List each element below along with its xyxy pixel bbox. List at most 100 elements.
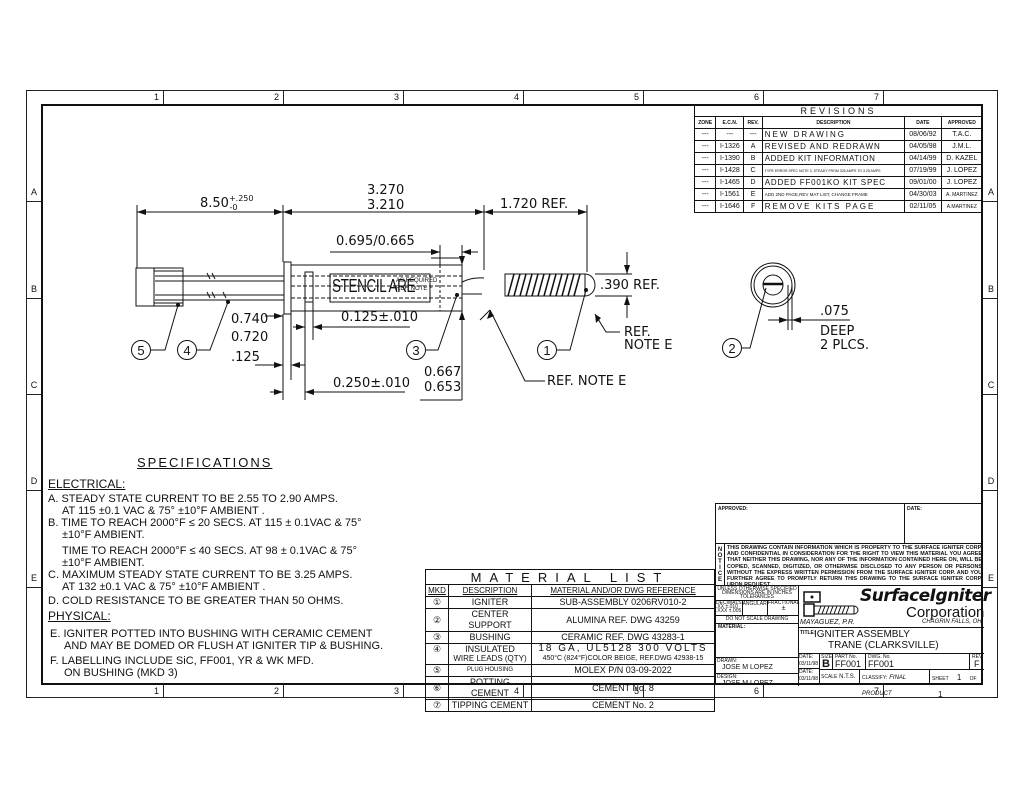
scale-value: N.T.S. xyxy=(839,674,856,680)
dwg-no-value: FF001 xyxy=(868,659,895,669)
dates-column: DATE: 03/11/98 DATE: 03/11/98 xyxy=(798,654,820,686)
classify-cell: CLASSIFY: FINAL PRODUCT xyxy=(860,670,930,697)
revision-row: --- I-1646 F REMOVE KITS PAGE 02/11/05 A… xyxy=(693,200,984,213)
mat-mkd: ⑤ xyxy=(425,664,449,677)
spec-item-f-2: ON BUSHING (MKD 3) xyxy=(64,667,178,679)
balloon-2: 2 xyxy=(722,338,742,358)
approved-label: APPROVED: xyxy=(718,506,748,512)
igniter-logo-icon xyxy=(803,591,859,617)
rev-approved: A. MARTINEZ xyxy=(940,188,984,201)
stencil-note: AS REQUIRED REF. NOTE F xyxy=(396,277,437,293)
rev-zone: --- xyxy=(693,140,717,153)
rev-approved: A.MARTINEZ xyxy=(940,200,984,213)
rev-desc: TYPE ERROR SPEC NOTE 3, STEADY FROM 325 … xyxy=(761,164,906,177)
design-date-cell: DATE: 03/11/98 xyxy=(798,669,820,685)
no-scale-note: DO NOT SCALE DRAWING xyxy=(716,616,798,624)
zone-col: 6 xyxy=(644,684,764,698)
balloon-4: 4 xyxy=(177,340,197,360)
part-no-cell: PART No. FF001 xyxy=(833,654,866,669)
dim-value: 8.50 xyxy=(200,196,229,211)
rev-header-date: DATE xyxy=(904,116,942,129)
zone-row: B xyxy=(30,284,37,294)
rev-zone: --- xyxy=(693,176,717,189)
title-block: APPROVED: DATE: NOTICE THIS DRAWING CONT… xyxy=(715,503,991,699)
size-cell: SIZE B xyxy=(820,654,833,670)
mat-desc: BUSHING xyxy=(448,631,532,644)
fractional-label: FRACTIONAL xyxy=(767,600,800,606)
rev-ecn: I-1428 xyxy=(715,164,745,177)
classify-value: FINAL PRODUCT xyxy=(862,675,907,697)
rev-letter: A xyxy=(743,140,763,153)
zone-columns-top: 1 2 3 4 5 6 7 xyxy=(26,90,998,104)
mat-mkd: ⑦ xyxy=(425,699,449,712)
mat-header-ref: MATERIAL AND/OR DWG REFERENCE xyxy=(531,584,715,597)
revisions-table: REVISIONS ZONE E.C.N. REV. DESCRIPTION D… xyxy=(693,104,984,213)
rev-header-zone: ZONE xyxy=(693,116,717,129)
decimals-xx: .XX ±.010 xyxy=(716,604,738,610)
title-line-1: IGNITER ASSEMBLY xyxy=(814,629,910,640)
rev-ecn: I-1465 xyxy=(715,176,745,189)
rev-date: 02/11/05 xyxy=(904,200,942,213)
zone-col: 1 xyxy=(26,684,164,698)
rev-header-approved: APPROVED xyxy=(940,116,984,129)
notice-label: NOTICE xyxy=(716,544,725,585)
dim-groove-width: 0.125±.010 xyxy=(341,310,419,325)
company-name: SurfaceIgniter xyxy=(860,586,991,606)
rev-ecn: I-1326 xyxy=(715,140,745,153)
ref-note-e-tip-1: REF. xyxy=(624,325,651,340)
dwg-no-cell: DWG. No. FF001 xyxy=(866,654,970,669)
tolerances-block: UNLESS OTHERWISE SPECIFIED DIMENSIONS AR… xyxy=(716,586,800,687)
drawn-date-cell: DATE: 03/11/98 xyxy=(798,654,820,669)
of-label: OF xyxy=(969,676,977,682)
balloon-5: 5 xyxy=(131,340,151,360)
decimals-cell: DECIMALS .XX ±.010 .XXX ±.005 xyxy=(716,601,743,615)
fractional-cell: FRACTIONAL ± xyxy=(768,601,800,615)
ref-note-e-tip-2: NOTE E xyxy=(624,338,673,353)
scale-label: SCALE xyxy=(821,674,838,680)
stencil-area-label: STENCIL ARE xyxy=(332,276,416,296)
dim-overall-max: 3.270 xyxy=(367,183,405,198)
angular-label: ANGULAR xyxy=(743,601,768,615)
design-date-label: DATE: xyxy=(799,669,814,675)
rev-letter: E xyxy=(743,188,763,201)
dim-tip-ref: 1.720 REF. xyxy=(500,197,569,212)
rev-ecn: I-1390 xyxy=(715,152,745,165)
sheet-value: 1 xyxy=(956,673,962,682)
part-no-value: FF001 xyxy=(835,659,862,669)
rev-letter: F xyxy=(743,200,763,213)
revision-row: --- I-1326 A REVISED AND REDRAWN 04/05/9… xyxy=(693,140,984,153)
mat-desc: INSULATED WIRE LEADS (QTY) xyxy=(448,643,532,665)
rev-zone: --- xyxy=(693,164,717,177)
spec-item-b: B. TIME TO REACH 2000°F ≤ 20 SECS. AT 11… xyxy=(48,517,362,529)
date-label: DATE: xyxy=(907,506,922,512)
dim-flange-max: 0.740 xyxy=(231,312,269,327)
part-no-label: PART No. xyxy=(835,654,857,660)
mat-mkd: ③ xyxy=(425,631,449,644)
rev-approved: D. KAZEL xyxy=(940,152,984,165)
of-value: 1 xyxy=(938,690,943,699)
drawn-by: JOSE M LOPEZ xyxy=(722,664,773,671)
rev-ecn: --- xyxy=(715,128,745,141)
zone-col: 3 xyxy=(284,90,404,104)
scale-row: SCALE N.T.S. CLASSIFY: FINAL PRODUCT SHE… xyxy=(820,670,984,699)
revision-row: --- I-1561 E ADD 2ND PAGE,REV MAT LIST, … xyxy=(693,188,984,201)
zone-row: B xyxy=(987,284,994,294)
mat-desc-line1: INSULATED xyxy=(465,644,515,654)
rev-approved: J. LOPEZ xyxy=(940,176,984,189)
material-row: ② CENTER SUPPORT ALUMINA REF. DWG 43259 xyxy=(425,608,715,632)
rev-header-description: DESCRIPTION xyxy=(761,116,906,129)
spec-item-c: C. MAXIMUM STEADY STATE CURRENT TO BE 3.… xyxy=(48,569,353,581)
rev-zone: --- xyxy=(693,128,717,141)
balloon-1: 1 xyxy=(537,340,557,360)
mat-mkd: ④ xyxy=(425,643,449,665)
design-by: JOSE M LOPEZ xyxy=(722,680,773,687)
mat-mkd: ② xyxy=(425,608,449,632)
mat-header-mkd: MKD xyxy=(425,584,449,597)
material-row: ⑤ PLUG HOUSING MOLEX P/N 03-09-2022 xyxy=(425,664,715,677)
drawn-date-label: DATE: xyxy=(799,654,814,660)
stencil-note-2: REF. NOTE F xyxy=(396,286,433,292)
revisions-title: REVISIONS xyxy=(694,104,983,117)
material-row: ⑦ TIPPING CEMENT CEMENT No. 2 xyxy=(425,699,715,712)
dim-overall-min: 3.210 xyxy=(367,198,405,213)
size-value: B xyxy=(822,658,830,670)
